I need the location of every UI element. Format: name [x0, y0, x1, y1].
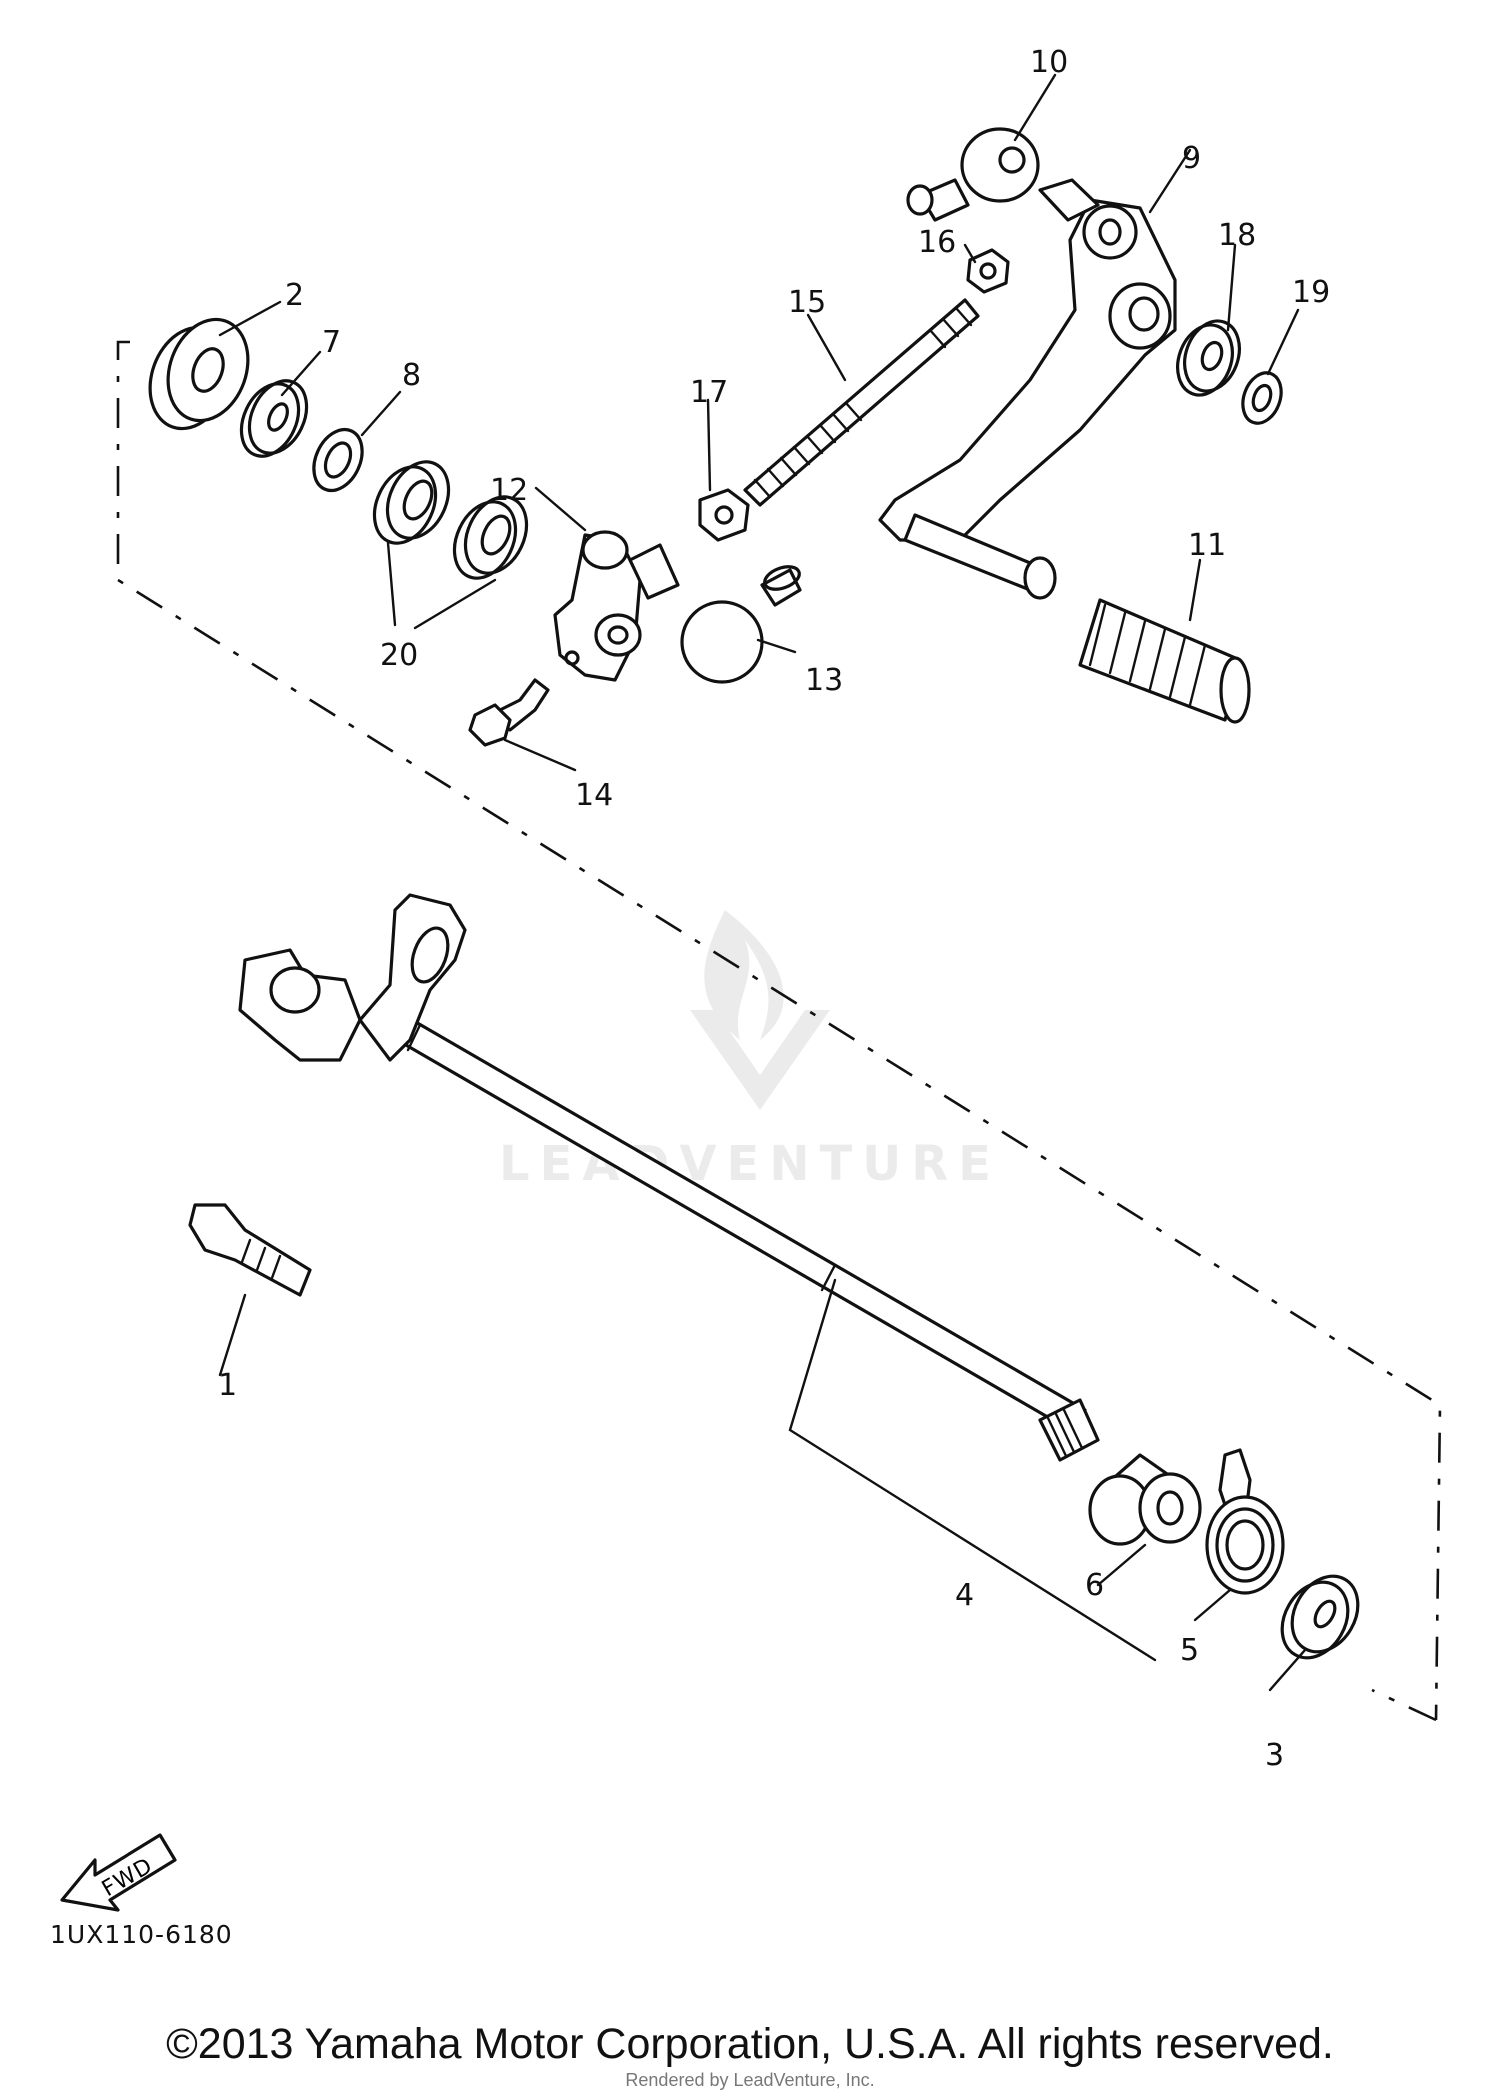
callout-4: 4 [955, 1578, 974, 1613]
callout-5: 5 [1180, 1633, 1199, 1668]
callout-19: 19 [1292, 275, 1330, 310]
copyright-text: ©2013 Yamaha Motor Corporation, U.S.A. A… [166, 2020, 1334, 2068]
shift-shaft-4 [238, 893, 1100, 1462]
shift-rod-15 [628, 298, 980, 600]
callout-2: 2 [285, 278, 304, 313]
washer-3 [1280, 1574, 1360, 1660]
fwd-arrow-icon: FWD [60, 1833, 177, 1912]
assembly-outline [116, 340, 1442, 1722]
shift-arm-12 [553, 530, 642, 682]
footrest-rubber-11 [1078, 598, 1251, 724]
stud-bolt-1 [188, 1203, 312, 1297]
leader-lines [218, 73, 1307, 1692]
circlip-8 [312, 427, 364, 493]
callout-6: 6 [1085, 1568, 1104, 1603]
torsion-spring-5 [1205, 1448, 1285, 1595]
washer-18 [1176, 319, 1241, 397]
rendered-by-text: Rendered by LeadVenture, Inc. [625, 2070, 875, 2090]
nut-17 [698, 488, 750, 542]
callout-18: 18 [1218, 218, 1256, 253]
callout-numbers: 1 2 3 4 5 6 7 8 9 10 11 12 13 14 15 16 1… [218, 45, 1330, 1773]
callout-20: 20 [380, 638, 418, 673]
circlip-19 [1241, 371, 1283, 425]
rod-end-13 [680, 565, 802, 684]
callout-15: 15 [788, 285, 826, 320]
callout-1: 1 [218, 1368, 237, 1403]
bearing-20b [452, 495, 529, 580]
callout-12: 12 [490, 473, 528, 508]
shaft-bracket-4 [788, 1278, 1157, 1662]
callout-16: 16 [918, 225, 956, 260]
callout-14: 14 [575, 778, 613, 813]
callout-11: 11 [1188, 528, 1226, 563]
bearing-20a [372, 460, 451, 545]
bolt-14 [468, 678, 550, 747]
diagram-code: 1UX110-6180 [50, 1920, 233, 1949]
callout-10: 10 [1030, 45, 1068, 80]
callout-3: 3 [1265, 1738, 1284, 1773]
oil-seal-2 [148, 317, 250, 431]
collar-6 [1088, 1453, 1202, 1546]
callout-8: 8 [402, 358, 421, 393]
callout-7: 7 [322, 325, 341, 360]
callout-9: 9 [1182, 141, 1201, 176]
callout-17: 17 [690, 375, 728, 410]
callout-13: 13 [805, 663, 843, 698]
nut-16 [966, 248, 1010, 294]
leadventure-watermark: LEADVENTURE [499, 910, 991, 1192]
rod-end-10 [906, 127, 1040, 222]
washer-7 [239, 379, 309, 458]
shift-pedal-9 [878, 178, 1177, 600]
